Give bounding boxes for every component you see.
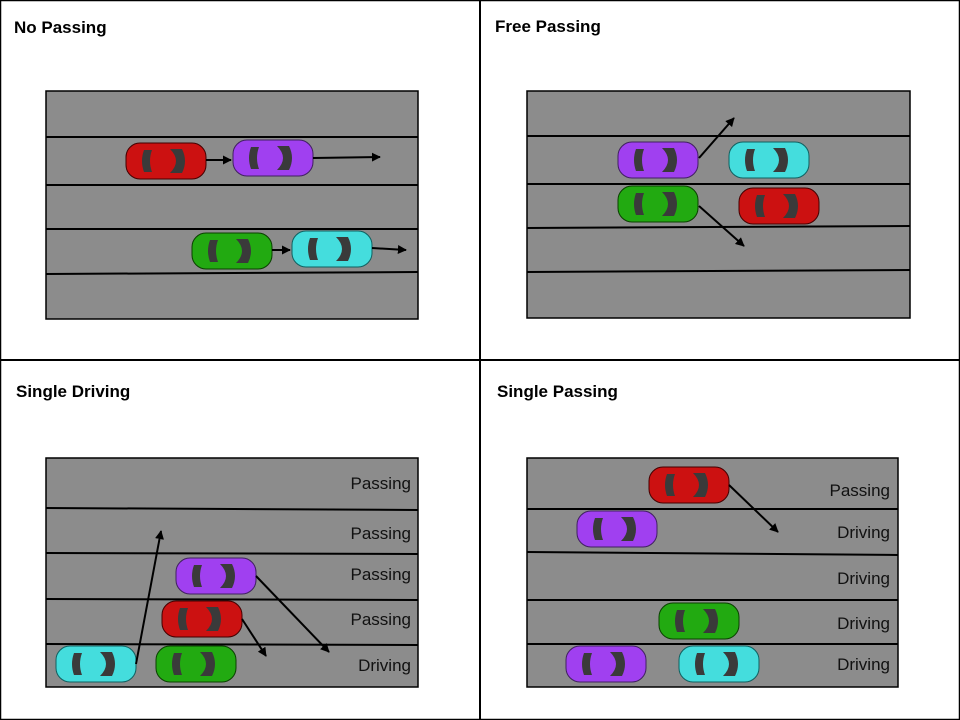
- lane-label: Passing: [351, 524, 411, 543]
- lane-label: Driving: [837, 655, 890, 674]
- car-red: [648, 466, 730, 504]
- car-cyan: [291, 230, 373, 268]
- car-green: [155, 645, 237, 683]
- panel-title-no-passing: No Passing: [14, 18, 107, 37]
- car-red: [125, 142, 207, 180]
- car-green: [191, 232, 273, 270]
- car-red: [738, 187, 820, 225]
- arrow: [241, 618, 267, 657]
- lane-label: Driving: [837, 614, 890, 633]
- panel-title-free-passing: Free Passing: [495, 17, 601, 36]
- lane-label: Passing: [351, 565, 411, 584]
- arrow: [698, 205, 745, 247]
- lane-label: Driving: [837, 569, 890, 588]
- lane-label: Passing: [830, 481, 890, 500]
- arrow: [255, 575, 330, 653]
- lane-label: Driving: [358, 656, 411, 675]
- panel-free-passing: Free Passing: [495, 17, 911, 319]
- car-purple: [617, 141, 699, 179]
- panel-single-driving: Single Driving Passing Passing Passing P…: [16, 382, 419, 688]
- car-green: [617, 185, 699, 223]
- lane-label: Driving: [837, 523, 890, 542]
- arrow: [728, 484, 779, 533]
- car-cyan: [728, 141, 810, 179]
- arrow: [312, 152, 381, 162]
- panel-title-single-passing: Single Passing: [497, 382, 618, 401]
- car-purple: [232, 139, 314, 177]
- car-red: [161, 600, 243, 638]
- car-purple: [576, 510, 658, 548]
- panel-no-passing: No Passing: [14, 18, 419, 320]
- car-purple: [565, 645, 647, 683]
- car-cyan: [678, 645, 760, 683]
- arrow: [135, 530, 164, 665]
- road-free-passing: [526, 90, 911, 319]
- car-green: [658, 602, 740, 640]
- panel-single-passing: Single Passing Passing Driving Driving D…: [497, 382, 899, 688]
- car-purple: [175, 557, 257, 595]
- car-cyan: [55, 645, 137, 683]
- arrow: [371, 245, 407, 255]
- lane-label: Passing: [351, 474, 411, 493]
- road-no-passing: [45, 90, 419, 320]
- panel-title-single-driving: Single Driving: [16, 382, 130, 401]
- lane-label: Passing: [351, 610, 411, 629]
- arrow: [698, 117, 735, 159]
